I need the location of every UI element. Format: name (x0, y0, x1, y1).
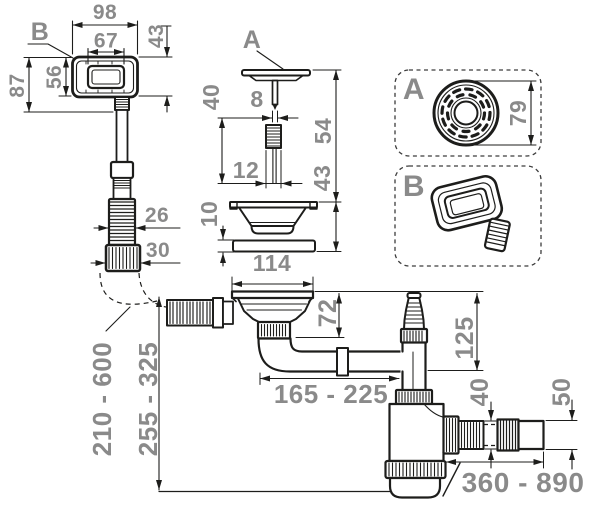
label-detail-a: A (403, 73, 425, 106)
plug-cover-plate (241, 69, 311, 77)
dim-overflow-hose-range: 210 - 600 (87, 342, 117, 456)
overflow-cover-3d (430, 174, 504, 232)
dim-cover-diameter: 79 (505, 100, 531, 127)
hose-path-and-install-dims: 210 - 600 255 - 325 (87, 272, 439, 493)
dim-screw-diameter: 12 (233, 157, 260, 183)
dim-flange-diameter: 114 (253, 250, 292, 276)
dim-overflow-width-outer: 98 (93, 1, 117, 24)
dishwasher-nozzle (403, 295, 425, 330)
trap-bottom-nut (384, 459, 447, 480)
extension-pipe-smooth (517, 419, 545, 451)
overflow-unit (71, 55, 142, 273)
dim-overflow-height-total: 87 (6, 73, 29, 97)
dim-upper-height: 54 (310, 118, 336, 145)
plug-gasket (232, 239, 316, 253)
label-detail-b: B (403, 170, 425, 203)
assembly-dimensions: 72 165 - 225 125 40 50 360 - 890 (259, 291, 585, 498)
plug-exploded-view: A 8 40 12 10 114 54 (196, 26, 342, 291)
overflow-dimensions: 98 67 43 56 87 26 30 B (6, 1, 181, 266)
plug-basket (238, 206, 307, 227)
label-plug-a: A (243, 26, 262, 54)
dim-hose-diameter: 26 (145, 204, 169, 227)
detail-box-a: A 79 (394, 69, 542, 157)
dim-pin-diameter: 8 (250, 86, 263, 112)
detail-box-b: B (394, 165, 542, 267)
drain-flange (230, 290, 315, 300)
dim-overflow-height-side: 43 (145, 24, 168, 48)
trap-outlet-nut (442, 415, 460, 455)
dim-pin-length: 40 (198, 84, 224, 111)
label-overflow-b: B (31, 18, 50, 46)
dim-overflow-width-inner: 67 (94, 30, 118, 53)
dim-body-height: 72 (314, 299, 342, 328)
drain-cover-front (432, 79, 500, 147)
dim-install-height-range: 255 - 325 (133, 342, 163, 456)
dim-lower-height: 43 (309, 165, 335, 192)
drain-assembly (166, 290, 545, 499)
trap-bottom-cup (388, 476, 442, 499)
dim-gasket-thickness: 10 (196, 201, 222, 228)
plug-pin-tip (272, 104, 278, 110)
dim-inlet-height: 125 (451, 316, 479, 359)
overflow-cover-spout (483, 217, 511, 253)
elbow-and-horizontal-pipe (257, 337, 404, 373)
dim-connector-diameter: 30 (146, 239, 170, 262)
dim-outlet-diameter: 40 (466, 378, 494, 407)
dim-extension-diameter: 50 (548, 378, 576, 407)
dim-total-reach-range: 360 - 890 (462, 467, 585, 498)
dim-overflow-height-front: 56 (43, 65, 66, 89)
dim-horizontal-pipe-range: 165 - 225 (274, 379, 388, 409)
